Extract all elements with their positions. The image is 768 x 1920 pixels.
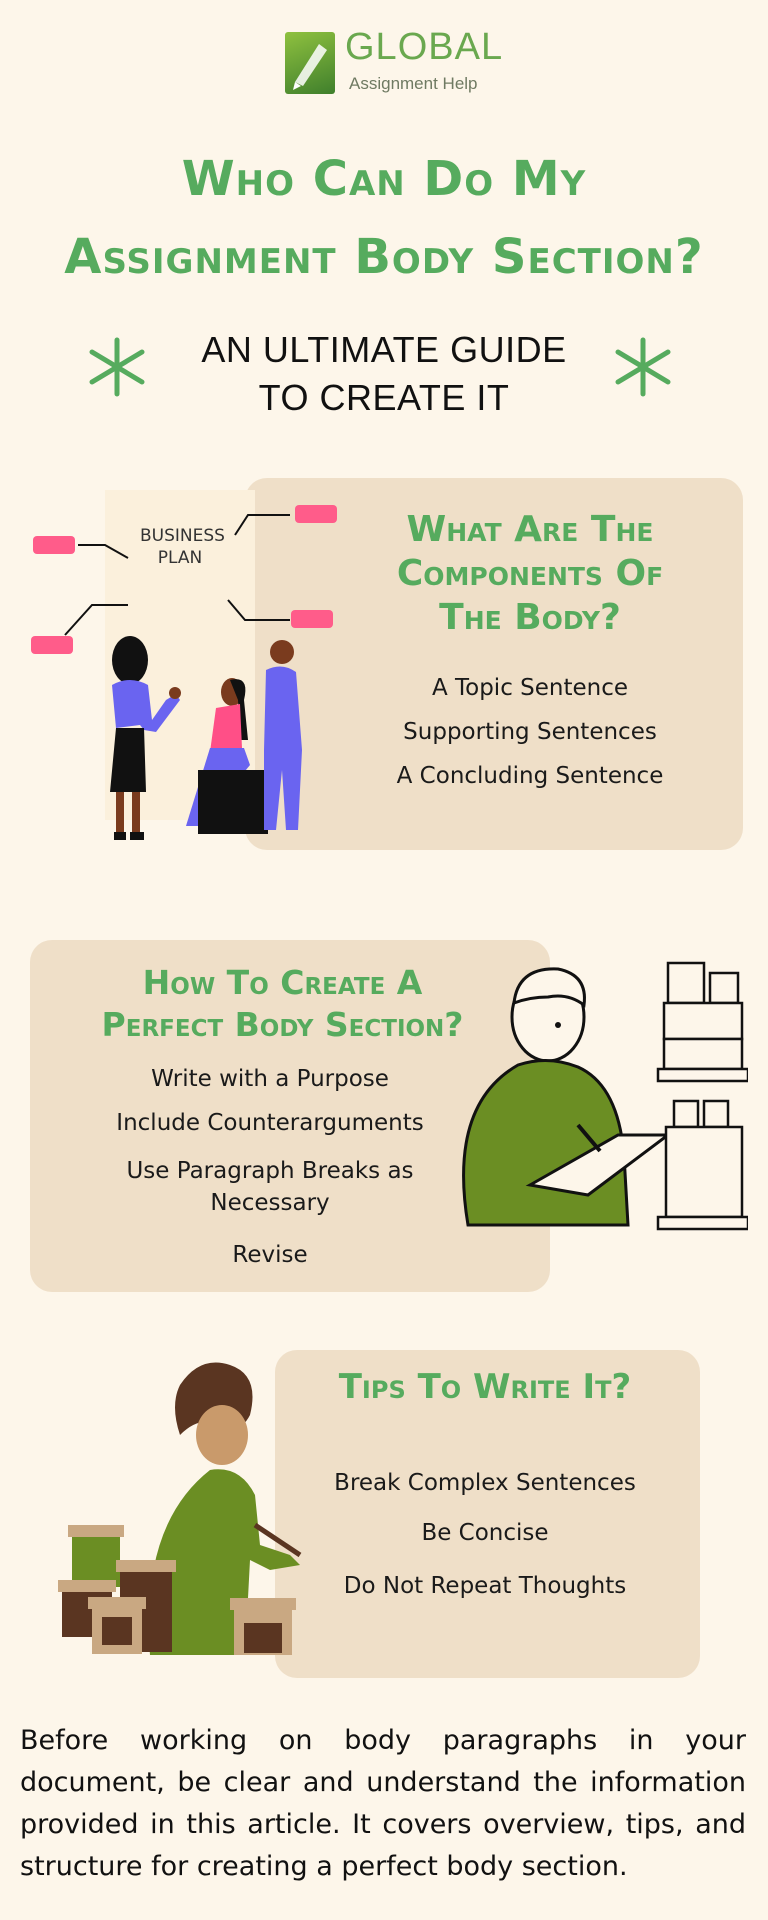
list-item: Break Complex Sentences [334,1470,636,1496]
components-heading-line-1: What Are The [406,509,654,550]
brand-tagline: Assignment Help [349,74,478,93]
subtitle-line-1: AN ULTIMATE GUIDE [201,329,567,370]
create-panel [30,940,550,1292]
asterisk-left-icon [82,332,152,402]
tips-heading: Tips To Write It? [338,1367,632,1407]
man-with-clipboard-illustration [462,961,748,1231]
components-heading: What Are The Components Of The Body? [330,508,730,640]
business-plan-text-1: BUSINESS [140,526,225,546]
business-plan-label: BUSINESS PLAN [140,525,225,569]
create-heading-line-2: Perfect Body Section? [101,1005,464,1044]
brand-logo-icon [285,32,335,94]
list-item: Include Counterarguments [116,1110,424,1136]
brand-name: GLOBAL [345,26,504,68]
create-heading: How To Create A Perfect Body Section? [70,962,495,1046]
page-subtitle: AN ULTIMATE GUIDE TO CREATE IT [120,326,648,422]
list-item: Be Concise [421,1520,549,1546]
footer-paragraph: Before working on body paragraphs in you… [20,1725,746,1882]
components-panel [245,478,743,850]
list-item: Revise [232,1242,308,1268]
page-title: Who Can Do My Assignment Body Section? [20,140,748,296]
list-item: Necessary [210,1190,330,1216]
asterisk-right-icon [608,332,678,402]
title-line-2: Assignment Body Section? [64,229,704,285]
title-line-1: Who Can Do My [181,151,587,207]
list-item: Use Paragraph Breaks as [126,1158,414,1184]
pink-tag [31,636,73,654]
list-item: Do Not Repeat Thoughts [343,1573,627,1599]
person-painting-illustration [58,1362,302,1655]
components-heading-line-3: The Body? [439,597,621,638]
business-people-illustration [110,636,302,840]
subtitle-line-2: TO CREATE IT [258,377,510,418]
tips-panel [275,1350,700,1678]
pink-tag [295,505,337,523]
list-item: A Topic Sentence [431,675,629,701]
pink-tag [33,536,75,554]
components-heading-line-2: Components Of [396,553,664,594]
list-item: Supporting Sentences [403,719,657,745]
pink-tag [291,610,333,628]
list-item: A Concluding Sentence [396,763,664,789]
business-plan-text-2: PLAN [157,548,203,568]
list-item: Write with a Purpose [151,1066,389,1092]
connector-lines [64,514,290,636]
create-heading-line-1: How To Create A [142,963,423,1002]
